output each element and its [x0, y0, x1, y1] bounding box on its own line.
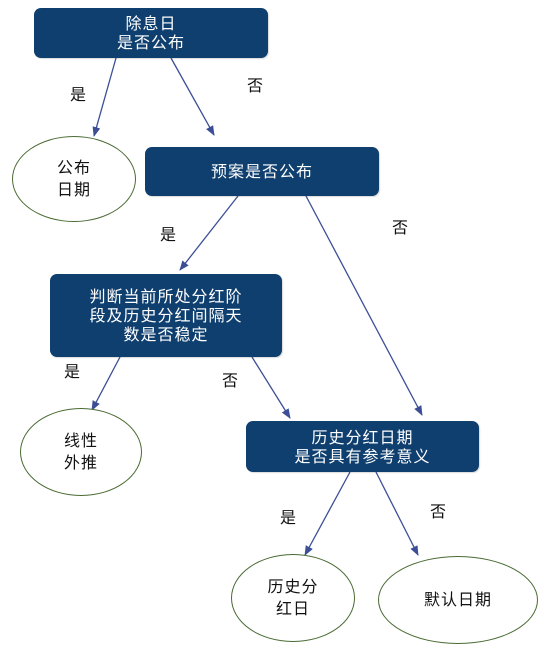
arrow-n2-to-n3: [179, 195, 239, 271]
node-label-line: 历史分红日期: [311, 427, 414, 447]
node-label-line: 除息日: [125, 14, 177, 33]
arrow-n1-to-leaf1: [92, 57, 117, 137]
leaf-label-line: 历史分: [267, 577, 319, 596]
leaf-label-line: 日期: [56, 180, 91, 199]
node-label-line: 预案是否公布: [210, 162, 313, 181]
arrow-n3-to-n4: [251, 356, 291, 419]
node-label-line: 是否具有参考意义: [294, 446, 431, 466]
leaf-label-line: 默认日期: [423, 590, 492, 609]
edge-label-no: 否: [430, 502, 447, 521]
node-label-line: 数是否稳定: [123, 325, 209, 344]
leaf-label-line: 外推: [63, 453, 98, 472]
edge-label-no: 否: [222, 371, 239, 390]
node-plan-published: 预案是否公布: [145, 147, 379, 196]
leaf-default-date: 默认日期: [378, 556, 538, 644]
edge-label-yes: 是: [70, 85, 87, 104]
node-label-line: 判断当前所处分红阶: [89, 287, 243, 306]
edge-label-yes: 是: [280, 508, 297, 527]
node-label-line: 是否公布: [116, 33, 185, 52]
arrow-n1-to-n2: [170, 57, 215, 136]
leaf-label-line: 红日: [275, 599, 310, 618]
leaf-label-line: 线性: [63, 431, 98, 450]
edge-label-no: 否: [392, 218, 409, 237]
leaf-historical-dividend-date: 历史分 红日: [231, 554, 355, 642]
leaf-label-line: 公布: [56, 158, 91, 177]
edge-label-yes: 是: [64, 362, 81, 381]
node-history-reference: 历史分红日期 是否具有参考意义: [246, 421, 479, 472]
arrow-n4-to-leaf4: [375, 471, 419, 556]
edge-label-yes: 是: [160, 225, 177, 244]
leaf-linear-extrapolation: 线性 外推: [20, 408, 142, 496]
arrow-n4-to-leaf3: [304, 471, 351, 556]
leaf-publish-date: 公布 日期: [12, 136, 136, 222]
node-label-line: 段及历史分红间隔天: [89, 306, 243, 325]
node-dividend-date-published: 除息日 是否公布: [34, 8, 268, 58]
node-dividend-stage-stability: 判断当前所处分红阶 段及历史分红间隔天 数是否稳定: [50, 274, 282, 357]
edge-label-no: 否: [247, 76, 264, 95]
arrow-n2-to-n4: [305, 195, 423, 416]
arrow-n3-to-leaf2: [91, 356, 121, 411]
